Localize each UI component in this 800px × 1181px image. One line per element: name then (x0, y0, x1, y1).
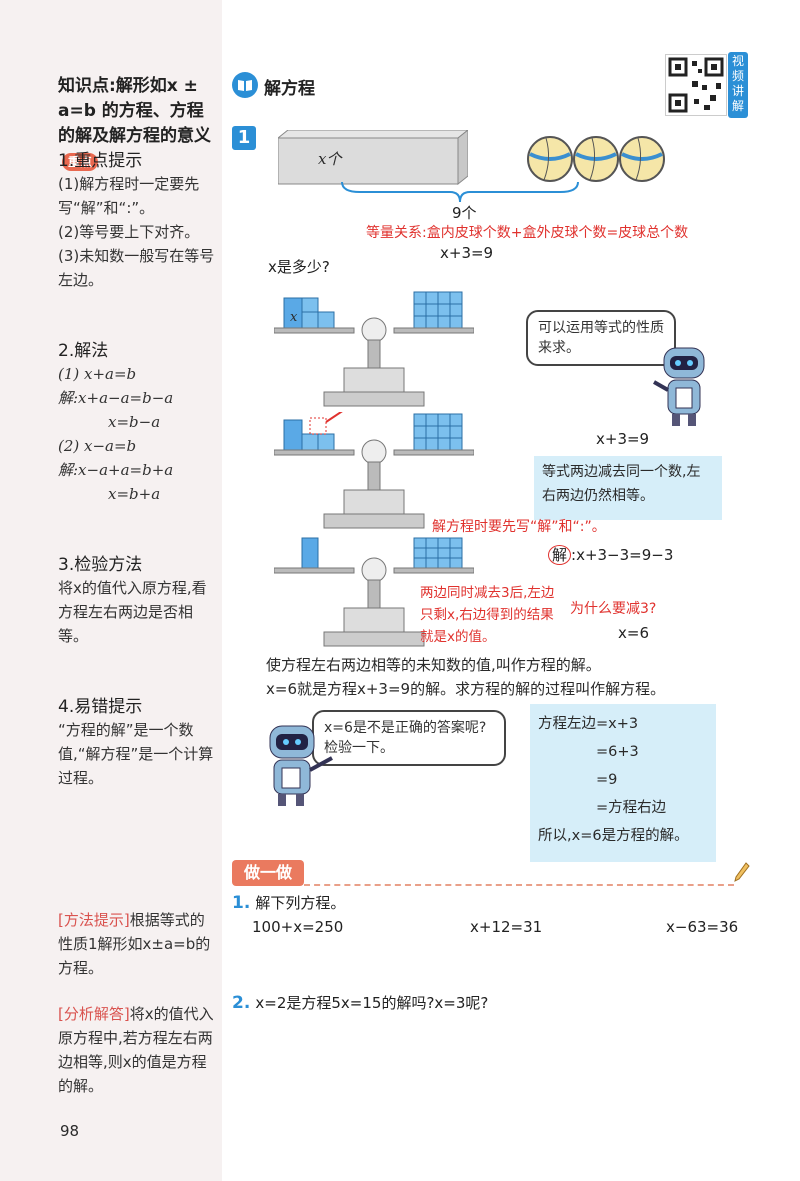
volleyballs (526, 134, 666, 188)
box-illustration (276, 128, 470, 186)
kp-title-text: 知识点:解形如x ± a=b 的方程、方程的解及解方程的意义 (58, 76, 211, 146)
brace-label: 9个 (452, 204, 477, 222)
question-1: 1. 解下列方程。 (232, 892, 345, 913)
check-line: 所以,x=6是方程的解。 (538, 828, 689, 844)
pencil-icon (734, 862, 750, 886)
box-label: x个 (318, 150, 342, 168)
method-line: x=b−a (108, 413, 161, 431)
analysis-tip: [分析解答]将x的值代入原方程中,若方程左右两边相等,则x的值是方程的解。 (58, 1002, 218, 1098)
robot-svg (653, 347, 705, 426)
equation-item: x−63=36 (666, 918, 739, 936)
book-icon (232, 72, 258, 98)
check-line: =方程右边 (596, 800, 667, 816)
pitfall-text: “方程的解”是一个数值,“解方程”是一个计算过程。 (58, 721, 214, 787)
hint-bubble-top: 可以运用等式的性质来求。 (526, 310, 676, 366)
balance-scale-3 (273, 530, 475, 654)
key-point-badge: 重点 (62, 153, 99, 171)
question-2-text: x=2是方程5x=15的解吗?x=3呢? (255, 994, 489, 1012)
section-title: 解方程 (264, 79, 315, 99)
balance-svg (273, 291, 475, 407)
box-svg (276, 128, 470, 186)
method-line: 解:x−a+a=b+a (58, 461, 174, 479)
check-method-heading: 3.检验方法 (58, 555, 143, 575)
check-bubble: x=6是不是正确的答案呢?检验一下。 (312, 710, 506, 766)
balance-svg (273, 409, 475, 529)
method-line: (1) x+a=b (58, 365, 137, 383)
solve-line: 解:x+3−3=9−3 (548, 544, 673, 565)
tip-line: (1)解方程时一定要先写“解”和“:”。 (58, 175, 200, 217)
volleyball-icon (619, 136, 665, 182)
note-both-sides: 两边同时减去3后,左边只剩x,右边得到的结果就是x的值。 (420, 585, 555, 645)
tips-heading: 1.重点提示 (58, 151, 143, 171)
method-heading: 2.解法 (58, 341, 109, 361)
check-line: =9 (596, 772, 618, 788)
balance-svg (273, 537, 475, 647)
practice-banner: 做一做 (232, 860, 304, 886)
example-number: 1 (232, 126, 256, 150)
qr-code-icon[interactable] (665, 54, 727, 116)
method-line: x=b+a (108, 485, 161, 503)
why-subtract-3: 为什么要减3? (570, 601, 657, 617)
check-line: 方程左边=x+3 (538, 716, 639, 732)
question-2-number: 2. (232, 993, 251, 1013)
method-tip-label: [方法提示] (58, 911, 130, 929)
balance-scale-1 (273, 290, 475, 414)
volleyball-icons (527, 136, 665, 182)
volleyball-icon (527, 136, 573, 182)
method-lines: (1) x+a=b 解:x+a−a=b−a x=b−a (2) x−a=b 解:… (58, 362, 218, 506)
definition-line-2: x=6就是方程x+3=9的解。求方程的解的过程叫作解方程。 (266, 680, 666, 698)
page-number: 98 (60, 1122, 80, 1140)
check-line: =6+3 (596, 744, 639, 760)
note-write-jie: 解方程时要先写“解”和“:”。 (432, 519, 606, 535)
brace-icon (340, 180, 580, 208)
method-line: (2) x−a=b (58, 437, 137, 455)
tip-line: (2)等号要上下对齐。 (58, 223, 200, 241)
robot-icon (650, 344, 718, 434)
definition-line-1: 使方程左右两边相等的未知数的值,叫作方程的解。 (266, 656, 601, 674)
video-explain-label[interactable]: 视频讲解 (728, 52, 748, 118)
equation-item: 100+x=250 (252, 918, 344, 936)
equation-main: x+3=9 (440, 244, 494, 262)
knowledge-point-title: 知识点:解形如x ± a=b 的方程、方程的解及解方程的意义 重点 (58, 74, 218, 174)
jie-circled: 解 (548, 545, 572, 565)
analysis-tip-text: 将x的值代入原方程中,若方程左右两边相等,则x的值是方程的解。 (58, 1005, 214, 1095)
question-2: 2. x=2是方程5x=15的解吗?x=3呢? (232, 992, 488, 1013)
tips-list: (1)解方程时一定要先写“解”和“:”。 (2)等号要上下对齐。 (3)未知数一… (58, 172, 218, 292)
method-line: 解:x+a−a=b−a (58, 389, 174, 407)
pitfall-heading: 4.易错提示 (58, 697, 143, 717)
volleyball-icon (573, 136, 619, 182)
equation-right: x+3=9 (596, 430, 650, 448)
question-1-text: 解下列方程。 (255, 894, 346, 912)
relation-note: 等量关系:盒内皮球个数+盒外皮球个数=皮球总个数 (366, 225, 689, 241)
question-1-number: 1. (232, 893, 251, 913)
method-tip: [方法提示]根据等式的性质1解形如x±a=b的方程。 (58, 908, 218, 980)
equation-item: x+12=31 (470, 918, 543, 936)
result-x: x=6 (618, 624, 649, 642)
robot-icon-2 (262, 718, 342, 812)
balance-scale-2 (273, 409, 475, 536)
robot-svg-2 (269, 725, 333, 806)
sidebar (0, 0, 222, 1181)
tip-line: (3)未知数一般写在等号左边。 (58, 247, 215, 289)
book-icon-svg (238, 80, 252, 91)
qr-pattern (668, 57, 724, 113)
question-text: x是多少? (268, 258, 330, 276)
analysis-tip-label: [分析解答] (58, 1005, 130, 1023)
brace-svg (341, 181, 579, 203)
practice-divider (304, 884, 734, 886)
method-tip-text: 根据等式的性质1解形如x±a=b的方程。 (58, 911, 211, 977)
solve-rest: :x+3−3=9−3 (571, 546, 674, 564)
check-panel: 方程左边=x+3 =6+3 =9 =方程右边 所以,x=6是方程的解。 (530, 704, 716, 862)
pencil-svg (734, 862, 750, 882)
check-method-text: 将x的值代入原方程,看方程左右两边是否相等。 (58, 579, 207, 645)
property-panel: 等式两边减去同一个数,左右两边仍然相等。 (534, 456, 722, 520)
x-block-label: x (290, 310, 298, 325)
